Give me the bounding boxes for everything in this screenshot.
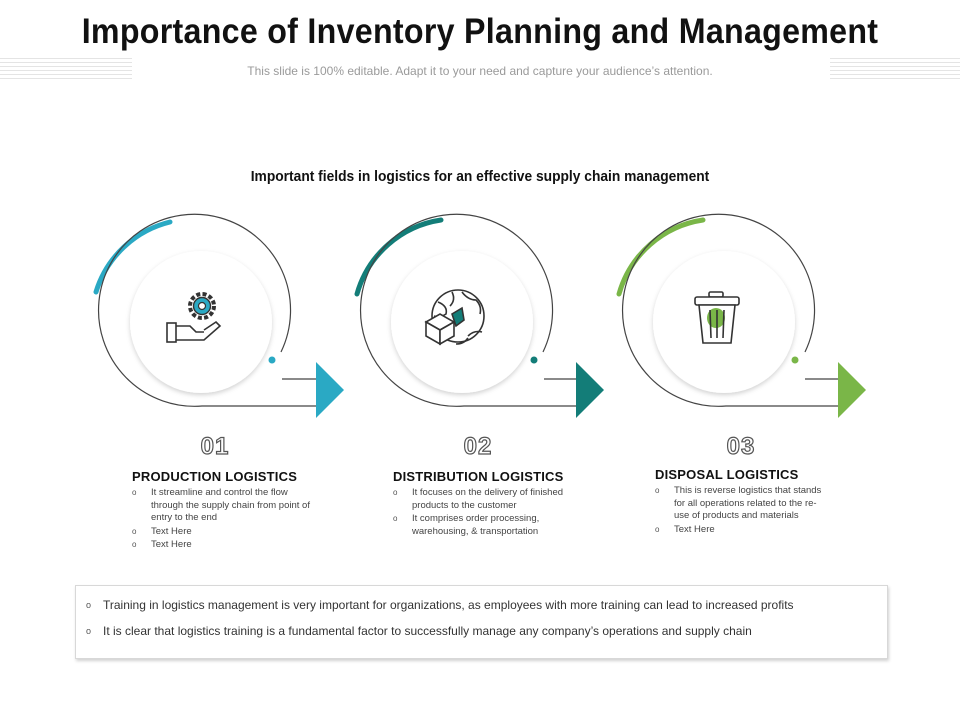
note-item: It is clear that logistics training is a… <box>76 624 887 639</box>
step-3-title: DISPOSAL LOGISTICS <box>655 467 799 482</box>
note-item: Training in logistics management is very… <box>76 598 887 613</box>
step-2-ring <box>360 213 578 407</box>
step-1-text: PRODUCTION LOGISTICS It streamline and c… <box>132 469 322 553</box>
step-1-title: PRODUCTION LOGISTICS <box>132 469 298 484</box>
step-3-graphic <box>616 213 866 418</box>
page-title: Importance of Inventory Planning and Man… <box>81 12 879 51</box>
step-1-graphic <box>93 213 344 418</box>
step-1-bullets: It streamline and control the flow throu… <box>132 487 322 552</box>
title-band-right <box>830 58 960 80</box>
step-3-ring <box>622 213 840 407</box>
title-band <box>0 58 960 80</box>
step-1-dot <box>268 356 276 364</box>
step-2-bullet: It comprises order processing, warehousi… <box>393 513 583 538</box>
step-2-number: 02 <box>463 432 493 460</box>
title-band-left <box>0 58 132 80</box>
step-1-number: 01 <box>200 432 230 460</box>
step-2-title: DISTRIBUTION LOGISTICS <box>393 469 564 484</box>
step-3-dot <box>791 356 799 364</box>
notes-box: Training in logistics management is very… <box>75 585 888 659</box>
globe-package-icon <box>424 289 485 346</box>
step-2-graphic <box>354 213 604 418</box>
page-subtitle: This slide is 100% editable. Adapt it to… <box>247 64 713 78</box>
gear-hand-icon <box>166 292 222 343</box>
step-2-dot <box>530 356 538 364</box>
step-1-bullet: Text Here <box>132 526 322 539</box>
step-3-arrow <box>838 362 866 418</box>
step-2-bullets: It focuses on the delivery of finished p… <box>393 487 583 538</box>
step-3-text: DISPOSAL LOGISTICS This is reverse logis… <box>655 467 845 537</box>
step-1-arrow <box>316 362 344 418</box>
step-1-accent-arc <box>93 219 173 295</box>
step-3-bullet: This is reverse logistics that stands fo… <box>655 485 845 523</box>
step-2-accent-arc <box>354 217 444 297</box>
step-2-bullet: It focuses on the delivery of finished p… <box>393 487 583 512</box>
step-1-bullet: Text Here <box>132 539 322 552</box>
step-3-accent-arc <box>616 217 706 297</box>
step-3-bullets: This is reverse logistics that stands fo… <box>655 485 845 536</box>
step-2-arrow <box>576 362 604 418</box>
notes-list: Training in logistics management is very… <box>76 586 887 639</box>
step-3-bullet: Text Here <box>655 524 845 537</box>
step-1-ring <box>98 213 318 407</box>
step-3-number: 03 <box>726 432 756 460</box>
step-1-inner-circle <box>130 251 272 393</box>
step-1-bullet: It streamline and control the flow throu… <box>132 487 322 525</box>
section-heading: Important fields in logistics for an eff… <box>250 168 710 185</box>
trash-bin-icon <box>694 291 740 344</box>
step-2-text: DISTRIBUTION LOGISTICS It focuses on the… <box>393 469 583 539</box>
